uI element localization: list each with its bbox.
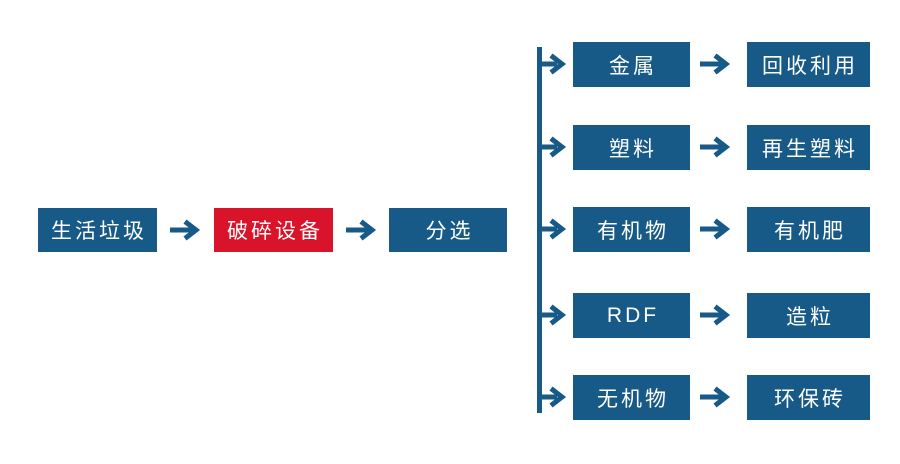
- node-recycled-plastic: 再生塑料: [747, 125, 870, 170]
- node-metal: 金属: [573, 42, 690, 87]
- arrow-right-icon: [539, 218, 567, 240]
- arrow-right-icon: [700, 53, 731, 75]
- node-household-waste: 生活垃圾: [38, 208, 157, 252]
- arrow-right-icon: [539, 386, 567, 408]
- node-granulation: 造粒: [747, 293, 870, 338]
- arrow-right-icon: [700, 136, 731, 158]
- node-organic-fertilizer: 有机肥: [747, 207, 870, 252]
- node-rdf: RDF: [573, 293, 690, 338]
- arrow-right-icon: [700, 304, 731, 326]
- node-recycling: 回收利用: [747, 42, 870, 87]
- node-plastic: 塑料: [573, 125, 690, 170]
- arrow-right-icon: [170, 219, 201, 241]
- arrow-right-icon: [539, 304, 567, 326]
- arrow-right-icon: [700, 386, 731, 408]
- node-crushing-equipment: 破碎设备: [214, 208, 333, 252]
- arrow-right-icon: [539, 53, 567, 75]
- node-sorting: 分选: [389, 208, 507, 252]
- node-inorganic-matter: 无机物: [573, 375, 690, 420]
- node-eco-brick: 环保砖: [747, 375, 870, 420]
- arrow-right-icon: [700, 218, 731, 240]
- arrow-right-icon: [346, 219, 377, 241]
- arrow-right-icon: [539, 136, 567, 158]
- node-organic-matter: 有机物: [573, 207, 690, 252]
